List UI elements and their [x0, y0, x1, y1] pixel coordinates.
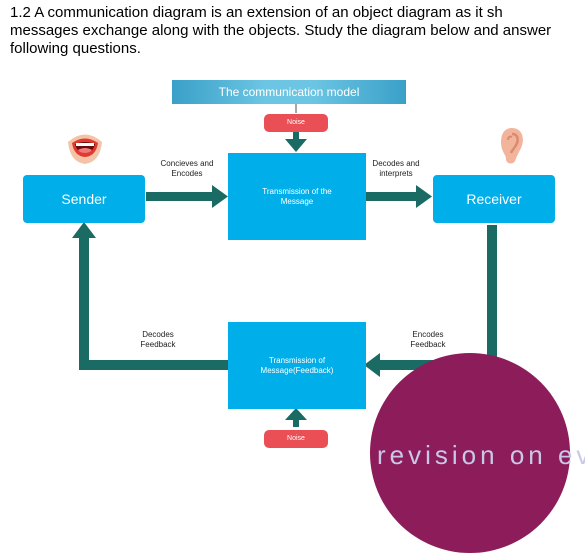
- mouth-icon: [68, 134, 102, 164]
- noise-top-arrow-head: [285, 139, 307, 152]
- noise-bottom-badge: Noise: [264, 430, 328, 448]
- label-decodes: Decodes and interprets: [372, 159, 420, 178]
- arrow-feedback-head: [364, 353, 380, 377]
- label-encodes-feedback: Encodes Feedback: [410, 330, 446, 349]
- label-encodes: Concieves and Encodes: [160, 159, 214, 178]
- receiver-box: Receiver: [433, 175, 555, 223]
- diagram-title: The communication model: [172, 80, 406, 104]
- noise-bottom-arrow-shaft: [293, 419, 299, 427]
- arrow-sender-up-head: [72, 222, 96, 238]
- overlay-text: revision on ev: [377, 440, 585, 470]
- intro-line-2: messages exchange along with the objects…: [10, 22, 552, 39]
- arrow-transmission-to-receiver: [366, 192, 418, 201]
- transmission-label: Transmission of the Message: [262, 186, 332, 206]
- question-intro: 1.2 A communication diagram is an extens…: [10, 4, 585, 58]
- feedback-transmission-label: Transmission of Message(Feedback): [260, 355, 334, 375]
- arrow-receiver-head: [416, 185, 432, 208]
- noise-top-arrow-shaft: [293, 132, 299, 140]
- label-decodes-feedback: Decodes Feedback: [140, 330, 176, 349]
- intro-line-3: following questions.: [10, 40, 141, 57]
- ear-icon: [501, 128, 523, 164]
- intro-line-1: 1.2 A communication diagram is an extens…: [10, 4, 503, 21]
- arrow-feedback-up: [79, 236, 89, 370]
- feedback-transmission-box: Transmission of Message(Feedback): [228, 322, 366, 409]
- transmission-box: Transmission of the Message: [228, 153, 366, 240]
- arrow-feedback-left: [79, 360, 228, 370]
- arrow-sender-head: [212, 185, 228, 208]
- arrow-sender-to-transmission: [146, 192, 214, 201]
- arrow-receiver-down: [487, 225, 497, 370]
- noise-bottom-arrow-head: [285, 408, 307, 420]
- sender-label: Sender: [61, 191, 107, 207]
- noise-top-badge: Noise: [264, 114, 328, 132]
- receiver-label: Receiver: [466, 191, 522, 207]
- sender-box: Sender: [23, 175, 145, 223]
